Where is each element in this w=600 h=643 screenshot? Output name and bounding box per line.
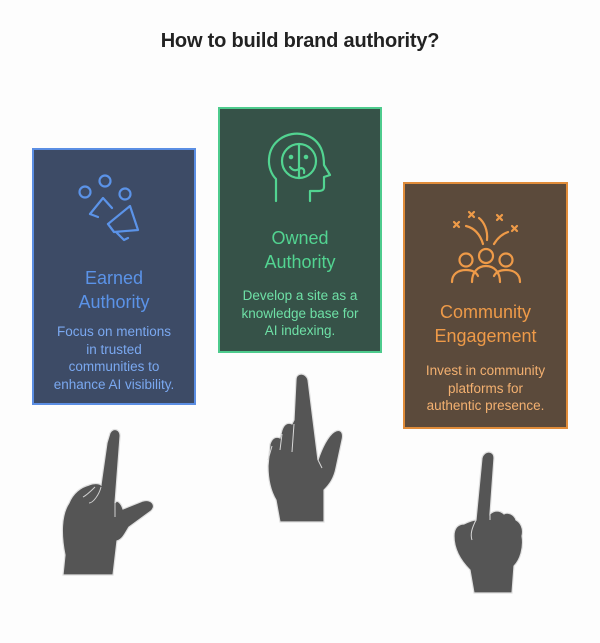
celebrating-group-icon <box>450 210 521 284</box>
heading-line: Authority <box>78 292 150 312</box>
head-face-icon <box>267 132 332 203</box>
card-community-engagement: Community Engagement Invest in community… <box>403 182 568 429</box>
desc-line: Develop a site as a <box>242 288 358 303</box>
card-description: Focus on mentions in trusted communities… <box>40 323 188 393</box>
card-earned-authority: Earned Authority Focus on mentions in tr… <box>32 148 196 405</box>
heading-line: Earned <box>84 268 144 288</box>
desc-line: Focus on mentions <box>56 324 172 339</box>
page-title: How to build brand authority? <box>160 30 440 52</box>
desc-line: knowledge base for <box>241 305 359 321</box>
pointing-hand-icon <box>453 451 524 594</box>
heading-line: Owned <box>271 228 329 248</box>
desc-line: authentic presence. <box>426 398 545 413</box>
heading-line: Community <box>439 302 532 322</box>
desc-line: platforms for <box>447 380 524 396</box>
card-heading: Owned Authority <box>220 226 380 274</box>
desc-line: in trusted <box>86 341 142 357</box>
desc-line: enhance AI visibility. <box>53 376 175 392</box>
card-description: Invest in community platforms for authen… <box>411 362 560 415</box>
megaphone-people-icon <box>78 174 140 242</box>
card-heading: Earned Authority <box>34 266 194 314</box>
card-owned-authority: Owned Authority Develop a site as a know… <box>218 107 382 353</box>
desc-line: Invest in community <box>425 363 546 378</box>
desc-line: AI indexing. <box>264 323 336 338</box>
pointing-hand-icon <box>267 373 344 523</box>
pointing-hand-icon <box>61 428 155 576</box>
heading-line: Engagement <box>434 326 537 346</box>
card-description: Develop a site as a knowledge base for A… <box>226 287 374 340</box>
card-heading: Community Engagement <box>405 300 566 348</box>
heading-line: Authority <box>264 252 336 272</box>
desc-line: communities to <box>68 359 160 374</box>
